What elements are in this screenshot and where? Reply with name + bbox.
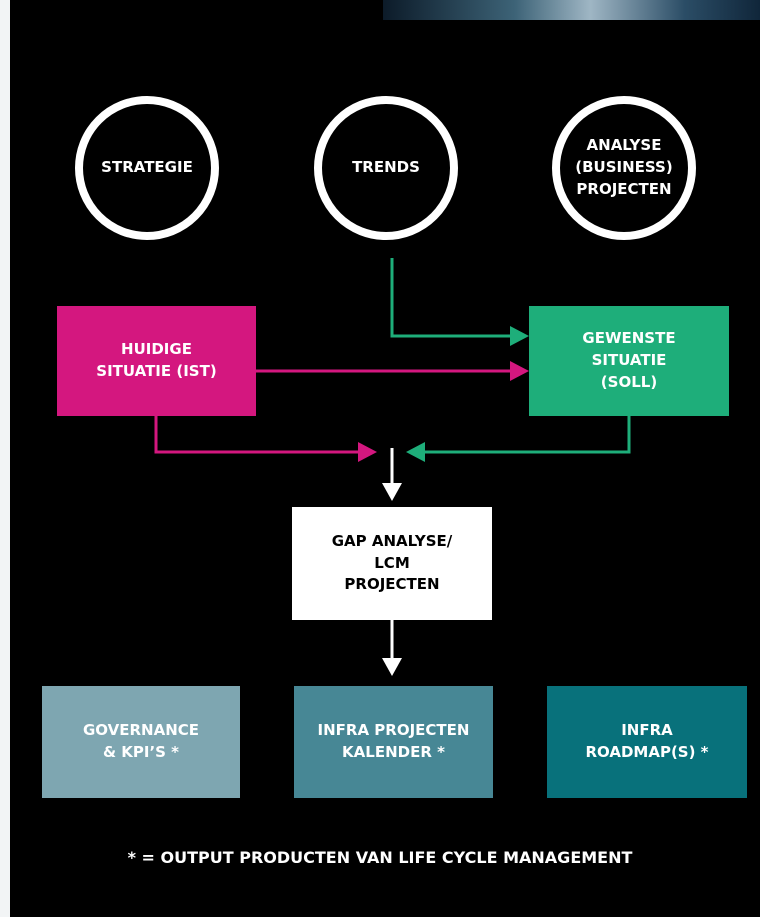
arrow-gap-to-outputs-head <box>382 658 402 676</box>
output-roadmap: INFRA ROADMAP(S) * <box>547 686 747 798</box>
header-photo-fragment <box>383 0 760 20</box>
node-trends-label: TRENDS <box>352 158 420 177</box>
arrow-trends-to-soll-head <box>510 326 529 346</box>
node-trends: TRENDS <box>314 96 458 240</box>
node-strategie-label: STRATEGIE <box>101 158 193 177</box>
arrow-soll-to-gap-head <box>406 442 425 462</box>
node-gap-analyse: GAP ANALYSE/ LCM PROJECTEN <box>292 507 492 620</box>
arrow-ist-to-soll-head <box>510 361 529 381</box>
output-kalender: INFRA PROJECTEN KALENDER * <box>294 686 493 798</box>
footnote: * = OUTPUT PRODUCTEN VAN LIFE CYCLE MANA… <box>127 848 633 867</box>
output-governance-label: GOVERNANCE & KPI’S * <box>82 721 200 761</box>
arrow-trends-to-soll <box>390 258 512 338</box>
output-governance: GOVERNANCE & KPI’S * <box>42 686 240 798</box>
arrow-to-gap-head <box>382 483 402 501</box>
node-soll: GEWENSTE SITUATIE (SOLL) <box>529 306 729 416</box>
arrow-ist-to-gap-head <box>358 442 377 462</box>
node-analyse: ANALYSE (BUSINESS) PROJECTEN <box>552 96 696 240</box>
output-kalender-label: INFRA PROJECTEN KALENDER * <box>317 721 470 761</box>
node-ist: HUIDIGE SITUATIE (IST) <box>57 306 256 416</box>
arrow-soll-to-gap <box>425 416 631 454</box>
left-edge-strip <box>0 0 10 917</box>
node-ist-label: HUIDIGE SITUATIE (IST) <box>96 340 217 380</box>
arrow-ist-to-gap <box>154 416 358 454</box>
node-analyse-label: ANALYSE (BUSINESS) PROJECTEN <box>575 136 673 198</box>
output-roadmap-label: INFRA ROADMAP(S) * <box>585 721 709 761</box>
node-strategie: STRATEGIE <box>75 96 219 240</box>
node-soll-label: GEWENSTE SITUATIE (SOLL) <box>582 329 676 391</box>
node-gap-analyse-label: GAP ANALYSE/ LCM PROJECTEN <box>331 531 453 594</box>
